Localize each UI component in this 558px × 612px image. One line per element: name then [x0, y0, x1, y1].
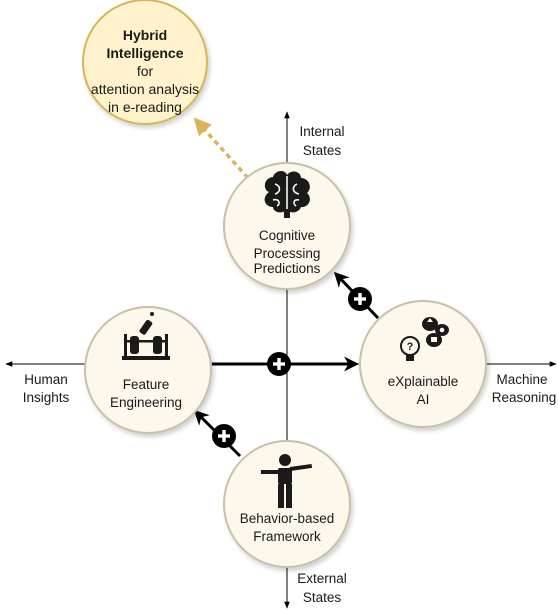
node-cognitive-processing: Cognitive Processing Predictions	[223, 162, 351, 290]
axis-label-states-bottom: States	[303, 590, 342, 605]
behavior-line1: Behavior-based	[240, 511, 335, 526]
cognitive-line1: Cognitive	[259, 228, 315, 243]
node-explainable-ai: ? eXplainable AI	[359, 300, 487, 428]
plus-badge-behavior-feature	[212, 424, 236, 448]
goal-line3: for	[137, 63, 154, 79]
axis-label-states-top: States	[303, 143, 342, 158]
person-pointing-icon	[261, 454, 313, 508]
brain-icon	[264, 171, 310, 218]
axis-label-human: Human	[24, 372, 68, 387]
axis-label-reasoning: Reasoning	[492, 390, 557, 405]
goal-circle	[82, 0, 208, 125]
node-behavior-framework: Behavior-based Framework	[223, 440, 351, 568]
goal-title-line2: Intelligence	[106, 45, 183, 61]
axis-label-external: External	[297, 571, 347, 586]
feature-line1: Feature	[123, 377, 170, 392]
feature-line2: Engineering	[110, 395, 182, 410]
goal-hybrid-intelligence: Hybrid Intelligence for attention analys…	[82, 0, 208, 125]
axis-label-internal: Internal	[299, 124, 344, 139]
svg-text:?: ?	[407, 341, 414, 353]
node-circle	[84, 306, 212, 434]
behavior-line2: Framework	[253, 529, 321, 544]
xai-line2: AI	[417, 392, 430, 407]
goal-line5: in e-reading	[108, 99, 182, 115]
cognitive-line2: Processing	[254, 246, 321, 261]
dashed-arrow-to-goal	[193, 117, 250, 180]
xai-line1: eXplainable	[388, 374, 459, 389]
node-circle	[359, 300, 487, 428]
goal-line4: attention analysis	[91, 81, 199, 97]
cognitive-line3: Predictions	[254, 261, 321, 276]
lab-flask-icon	[122, 312, 170, 360]
axis-label-machine: Machine	[496, 372, 547, 387]
node-feature-engineering: Feature Engineering	[84, 306, 212, 434]
axis-label-insights: Insights	[23, 390, 70, 405]
goal-title-line1: Hybrid	[123, 27, 167, 43]
plus-badge-center	[267, 352, 291, 376]
plus-badge-xai-cognitive	[348, 287, 372, 311]
node-circle	[223, 162, 351, 290]
lightbulb-chat-icon: ?	[400, 317, 449, 361]
